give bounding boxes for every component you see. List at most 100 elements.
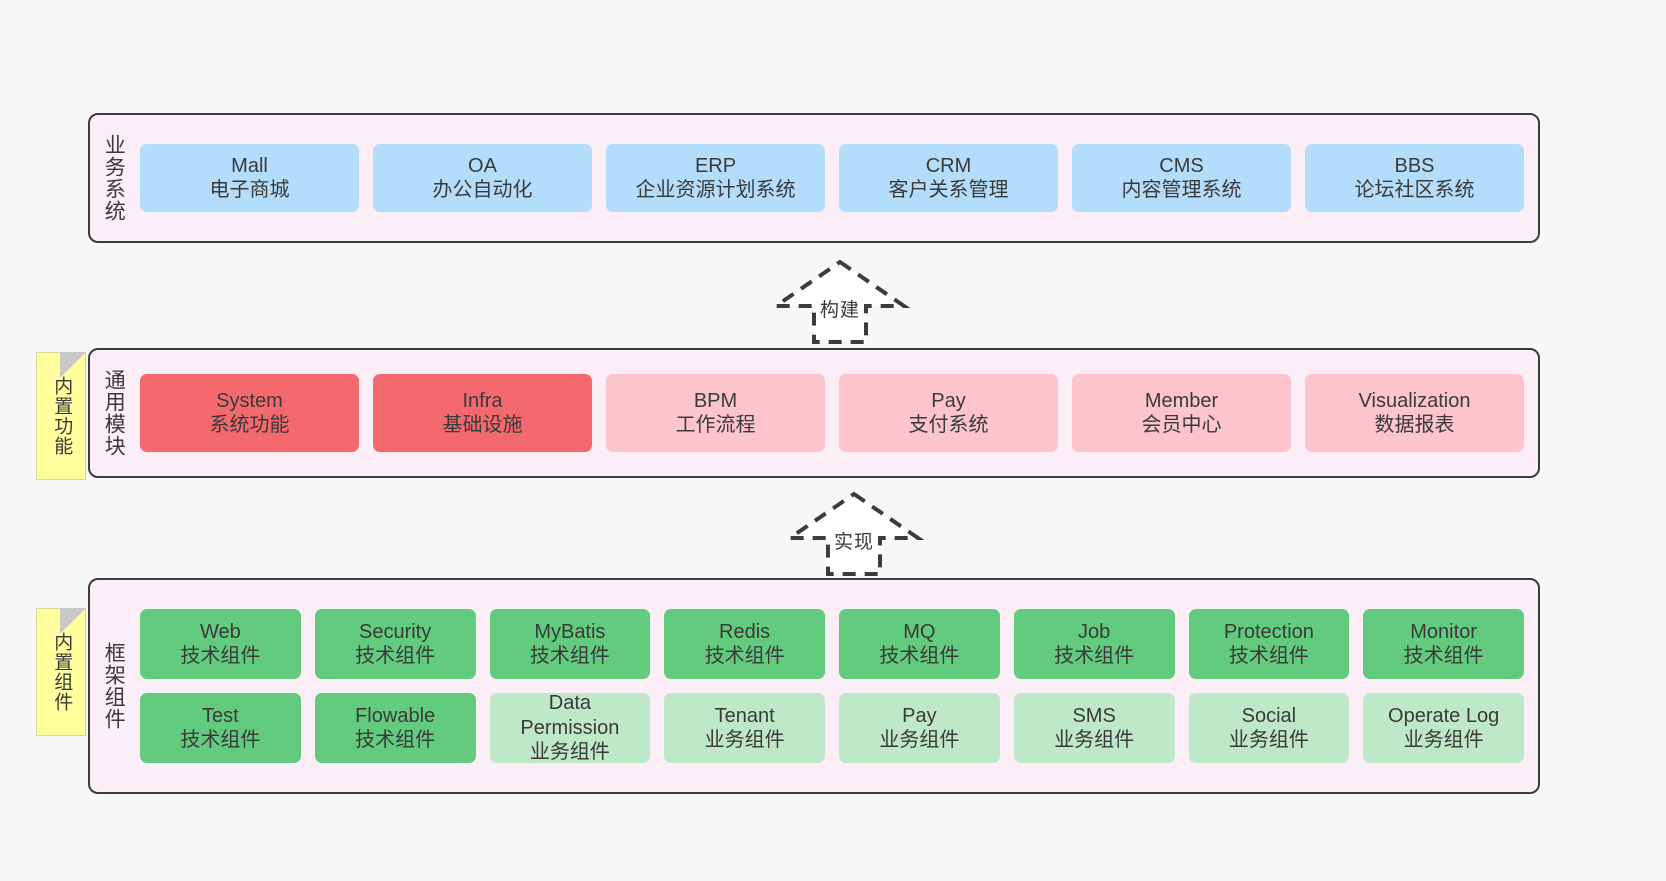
card-job-name: Job bbox=[1078, 620, 1111, 643]
layer-common-module: 通用模块 System 系统功能 Infra 基础设施 BPM 工作流程 Pay… bbox=[88, 348, 1540, 478]
layer-business-title: 业务系统 bbox=[102, 134, 126, 222]
card-crm-name: CRM bbox=[925, 154, 972, 177]
card-system[interactable]: System 系统功能 bbox=[140, 374, 359, 452]
card-redis-name: Redis bbox=[719, 620, 771, 643]
card-job-sub: 技术组件 bbox=[1054, 645, 1135, 667]
card-cms[interactable]: CMS 内容管理系统 bbox=[1072, 144, 1291, 212]
arrow-implement-label: 实现 bbox=[834, 532, 875, 553]
card-social[interactable]: Social 业务组件 bbox=[1188, 693, 1350, 763]
card-visualization[interactable]: Visualization 数据报表 bbox=[1305, 374, 1524, 452]
arrow-implement-glyph bbox=[783, 491, 925, 576]
card-infra-sub: 基础设施 bbox=[442, 414, 523, 436]
card-sms-name: SMS bbox=[1072, 704, 1116, 727]
common-card-row: System 系统功能 Infra 基础设施 BPM 工作流程 Pay 支付系统… bbox=[140, 374, 1524, 452]
card-social-name: Social bbox=[1241, 704, 1297, 727]
business-card-row: Mall 电子商城 OA 办公自动化 ERP 企业资源计划系统 CRM 客户关系… bbox=[140, 144, 1524, 212]
card-mybatis-name: MyBatis bbox=[534, 620, 606, 643]
card-test[interactable]: Test 技术组件 bbox=[140, 693, 301, 763]
card-flowable-name: Flowable bbox=[355, 704, 436, 727]
card-bpm-sub: 工作流程 bbox=[675, 414, 756, 436]
layer-business-body: Mall 电子商城 OA 办公自动化 ERP 企业资源计划系统 CRM 客户关系… bbox=[136, 115, 1538, 241]
card-security[interactable]: Security 技术组件 bbox=[314, 609, 476, 679]
framework-tech-row: Web 技术组件 Security 技术组件 MyBatis 技术组件 Redi… bbox=[140, 609, 1524, 679]
card-sms-sub: 业务组件 bbox=[1054, 729, 1135, 751]
sticky-note-builtin-component: 内置组件 bbox=[36, 608, 86, 736]
card-visualization-sub: 数据报表 bbox=[1374, 414, 1455, 436]
card-pay-component-sub: 业务组件 bbox=[879, 729, 960, 751]
card-security-name: Security bbox=[359, 620, 432, 643]
card-bbs[interactable]: BBS 论坛社区系统 bbox=[1305, 144, 1524, 212]
card-pay-module[interactable]: Pay 支付系统 bbox=[839, 374, 1058, 452]
card-crm[interactable]: CRM 客户关系管理 bbox=[839, 144, 1058, 212]
card-data-permission[interactable]: Data Permission 业务组件 bbox=[489, 692, 651, 764]
arrow-implement: 实现 bbox=[766, 490, 942, 576]
card-erp-sub: 企业资源计划系统 bbox=[635, 179, 796, 201]
card-member-sub: 会员中心 bbox=[1141, 414, 1222, 436]
card-redis-sub: 技术组件 bbox=[704, 645, 785, 667]
card-erp-name: ERP bbox=[694, 154, 737, 177]
card-web-name: Web bbox=[199, 620, 241, 643]
card-mall[interactable]: Mall 电子商城 bbox=[140, 144, 359, 212]
card-oa[interactable]: OA 办公自动化 bbox=[373, 144, 592, 212]
card-protection-name: Protection bbox=[1223, 620, 1314, 643]
card-cms-name: CMS bbox=[1159, 154, 1204, 177]
card-tenant[interactable]: Tenant 业务组件 bbox=[664, 693, 825, 763]
card-oa-sub: 办公自动化 bbox=[432, 179, 533, 201]
card-test-name: Test bbox=[202, 704, 239, 727]
card-job[interactable]: Job 技术组件 bbox=[1013, 609, 1175, 679]
card-flowable-sub: 技术组件 bbox=[355, 729, 436, 751]
card-infra-name: Infra bbox=[462, 389, 503, 412]
card-operate-log-sub: 业务组件 bbox=[1403, 729, 1484, 751]
layer-business-system: 业务系统 Mall 电子商城 OA 办公自动化 ERP 企业资源计划系统 CRM… bbox=[88, 113, 1540, 243]
layer-framework-body: Web 技术组件 Security 技术组件 MyBatis 技术组件 Redi… bbox=[136, 580, 1538, 792]
card-data-permission-sub: 业务组件 bbox=[529, 741, 610, 764]
card-mall-sub: 电子商城 bbox=[209, 179, 290, 201]
card-mybatis-sub: 技术组件 bbox=[529, 645, 610, 667]
card-bbs-sub: 论坛社区系统 bbox=[1354, 179, 1475, 201]
card-monitor[interactable]: Monitor 技术组件 bbox=[1363, 609, 1524, 679]
card-test-sub: 技术组件 bbox=[180, 729, 261, 751]
card-system-name: System bbox=[216, 389, 283, 412]
card-infra[interactable]: Infra 基础设施 bbox=[373, 374, 592, 452]
card-tenant-sub: 业务组件 bbox=[704, 729, 785, 751]
framework-biz-row: Test 技术组件 Flowable 技术组件 Data Permission … bbox=[140, 692, 1524, 764]
layer-framework-title: 框架组件 bbox=[102, 642, 126, 730]
card-pay-module-name: Pay bbox=[931, 389, 966, 412]
card-protection-sub: 技术组件 bbox=[1228, 645, 1309, 667]
arrow-build: 构建 bbox=[752, 258, 928, 344]
card-security-sub: 技术组件 bbox=[355, 645, 436, 667]
card-bbs-name: BBS bbox=[1394, 154, 1435, 177]
card-data-permission-name: Data bbox=[548, 692, 591, 715]
sticky-common-label: 内置功能 bbox=[51, 376, 73, 456]
sticky-framework-label: 内置组件 bbox=[51, 632, 73, 712]
card-bpm[interactable]: BPM 工作流程 bbox=[606, 374, 825, 452]
card-sms[interactable]: SMS 业务组件 bbox=[1013, 693, 1175, 763]
card-pay-component-name: Pay bbox=[902, 704, 937, 727]
card-protection[interactable]: Protection 技术组件 bbox=[1188, 609, 1350, 679]
card-mybatis[interactable]: MyBatis 技术组件 bbox=[489, 609, 651, 679]
layer-common-title: 通用模块 bbox=[102, 369, 126, 457]
arrow-build-glyph bbox=[769, 259, 911, 344]
card-system-sub: 系统功能 bbox=[209, 414, 290, 436]
card-redis[interactable]: Redis 技术组件 bbox=[664, 609, 825, 679]
card-mall-name: Mall bbox=[231, 154, 268, 177]
card-web[interactable]: Web 技术组件 bbox=[140, 609, 301, 679]
card-monitor-sub: 技术组件 bbox=[1403, 645, 1484, 667]
card-web-sub: 技术组件 bbox=[180, 645, 261, 667]
card-erp[interactable]: ERP 企业资源计划系统 bbox=[606, 144, 825, 212]
sticky-note-builtin-function: 内置功能 bbox=[36, 352, 86, 480]
card-mq[interactable]: MQ 技术组件 bbox=[839, 609, 1000, 679]
card-monitor-name: Monitor bbox=[1410, 620, 1477, 643]
card-cms-sub: 内容管理系统 bbox=[1121, 179, 1242, 201]
card-crm-sub: 客户关系管理 bbox=[888, 179, 1009, 201]
card-mq-sub: 技术组件 bbox=[879, 645, 960, 667]
card-member-name: Member bbox=[1144, 389, 1219, 412]
card-social-sub: 业务组件 bbox=[1228, 729, 1309, 751]
card-pay-component[interactable]: Pay 业务组件 bbox=[839, 693, 1000, 763]
card-member[interactable]: Member 会员中心 bbox=[1072, 374, 1291, 452]
layer-framework-component: 框架组件 Web 技术组件 Security 技术组件 MyBatis 技术组件… bbox=[88, 578, 1540, 794]
card-flowable[interactable]: Flowable 技术组件 bbox=[314, 693, 476, 763]
card-operate-log[interactable]: Operate Log 业务组件 bbox=[1363, 693, 1524, 763]
card-pay-module-sub: 支付系统 bbox=[908, 414, 989, 436]
